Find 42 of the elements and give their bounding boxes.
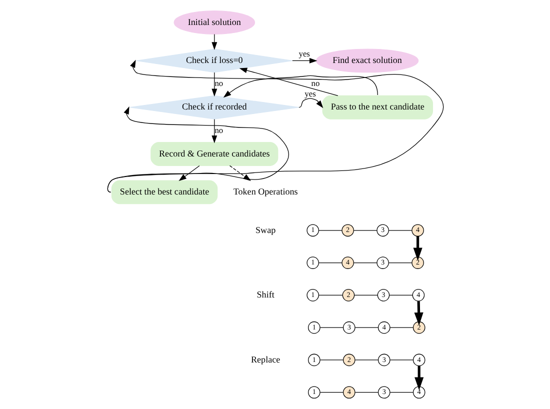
label: Shift — [256, 290, 274, 300]
connector — [319, 392, 344, 393]
edge-label: yes — [298, 48, 310, 58]
node-ellipse: Initial solution — [173, 10, 255, 34]
connector — [389, 392, 414, 393]
node-box: Select the best candidate — [110, 180, 218, 204]
connector — [353, 262, 377, 264]
edge-label: no — [214, 78, 223, 88]
edge-label: no — [310, 78, 320, 88]
edge-label: no — [214, 124, 223, 135]
label: Replace — [250, 354, 280, 364]
arrow — [298, 98, 323, 108]
connector — [318, 294, 342, 296]
node-text: Token Operations — [232, 186, 298, 197]
connector — [319, 327, 344, 328]
node-box: Pass to the next candidate — [322, 95, 433, 120]
connector — [353, 230, 377, 231]
arrow — [292, 58, 317, 64]
connector — [388, 262, 412, 264]
connector — [318, 262, 342, 264]
connector — [354, 327, 378, 328]
connector — [318, 230, 342, 231]
edge-label: yes — [304, 88, 316, 99]
node-diamond: Check if recorded — [129, 95, 299, 120]
arrow — [211, 72, 217, 97]
node-box: Record & Generate candidates — [150, 142, 278, 166]
arrow — [222, 75, 378, 98]
connector — [388, 230, 412, 231]
arrow — [211, 118, 217, 144]
arrow — [414, 301, 423, 326]
label: Swap — [255, 224, 276, 235]
connector — [354, 294, 378, 296]
node-ellipse: Find exact solution — [315, 48, 418, 73]
arrow — [238, 68, 338, 96]
arrow — [414, 366, 424, 390]
arrow — [106, 60, 444, 193]
connector — [389, 327, 414, 328]
connector — [354, 392, 378, 393]
arrow — [106, 106, 288, 193]
arrow — [178, 165, 200, 182]
connector — [388, 294, 412, 296]
arrow — [412, 236, 422, 261]
